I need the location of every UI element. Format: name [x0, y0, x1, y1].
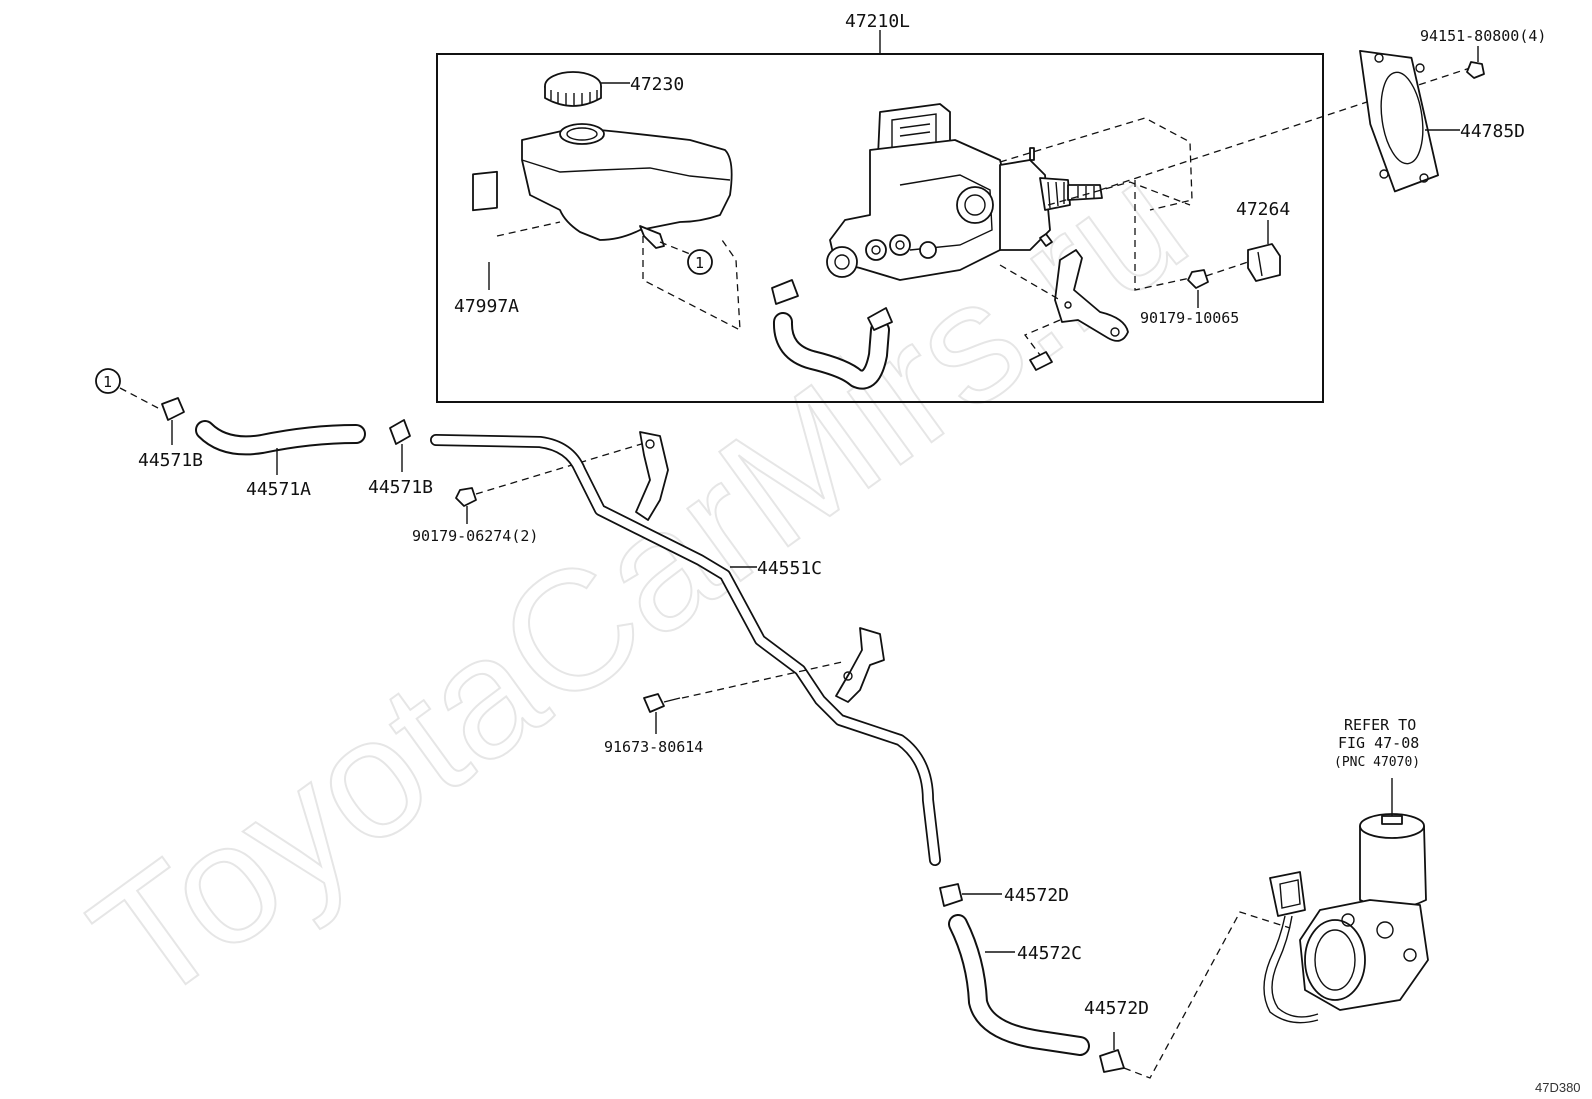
part-label-47230[interactable]: 47230: [630, 74, 684, 95]
hose-clamp-icon: [1099, 1049, 1125, 1073]
reservoir-cap-icon: [544, 71, 602, 107]
svg-text:1: 1: [695, 254, 704, 272]
reference-line-1[interactable]: REFER TO: [1344, 716, 1416, 734]
clip-icon: [1247, 243, 1281, 282]
part-label-90179-10065[interactable]: 90179-10065: [1140, 309, 1239, 327]
nut-icon: [1466, 61, 1485, 79]
part-label-44571b-right[interactable]: 44571B: [368, 477, 433, 498]
master-cylinder-icon: [826, 103, 1103, 281]
nut-icon: [1187, 269, 1209, 289]
gasket-icon: [1359, 49, 1439, 193]
nut-icon: [455, 487, 477, 507]
part-label-44572c[interactable]: 44572C: [1017, 943, 1082, 964]
part-label-91673-80614[interactable]: 91673-80614: [604, 738, 703, 756]
reference-line-2[interactable]: FIG 47-08: [1338, 734, 1419, 752]
part-label-47997a[interactable]: 47997A: [454, 296, 519, 317]
reference-line-3[interactable]: (PNC 47070): [1334, 755, 1420, 770]
label-plate-icon: [472, 170, 498, 212]
diagram-code: 47D380: [1535, 1080, 1581, 1095]
hose-clamp-icon: [939, 883, 963, 907]
part-label-44572d-bottom[interactable]: 44572D: [1084, 998, 1149, 1019]
hose-clamp-icon: [771, 279, 893, 331]
reservoir-hose-icon: [773, 312, 890, 390]
bracket-bolt-icon: [1029, 351, 1053, 371]
lower-hose-icon: [948, 914, 1090, 1056]
part-label-47264[interactable]: 47264: [1236, 199, 1290, 220]
reservoir-tank-icon: [521, 123, 733, 249]
pump-motor-icon: [1263, 813, 1429, 1024]
assembly-label[interactable]: 47210L: [845, 11, 910, 32]
part-label-44571a[interactable]: 44571A: [246, 479, 311, 500]
callout-circle-left: [95, 368, 121, 394]
upper-hose-icon: [195, 420, 366, 456]
part-label-44571b-left[interactable]: 44571B: [138, 450, 203, 471]
callout-circle-top: [687, 249, 713, 275]
svg-text:1: 1: [103, 373, 112, 391]
part-label-94151-80800[interactable]: 94151-80800(4): [1420, 27, 1546, 45]
part-label-44551c[interactable]: 44551C: [757, 558, 822, 579]
pipe-clip-icon: [635, 431, 669, 521]
bracket-icon: [1054, 249, 1129, 342]
part-label-90179-06274[interactable]: 90179-06274(2): [412, 527, 538, 545]
brake-pipe-icon: [430, 434, 941, 866]
hose-clamp-icon: [161, 397, 185, 421]
hose-clamp-icon: [389, 419, 411, 445]
part-label-44785d[interactable]: 44785D: [1460, 121, 1525, 142]
pipe-clip-icon: [835, 627, 885, 703]
bolt-icon: [643, 693, 681, 713]
part-label-44572d-top[interactable]: 44572D: [1004, 885, 1069, 906]
